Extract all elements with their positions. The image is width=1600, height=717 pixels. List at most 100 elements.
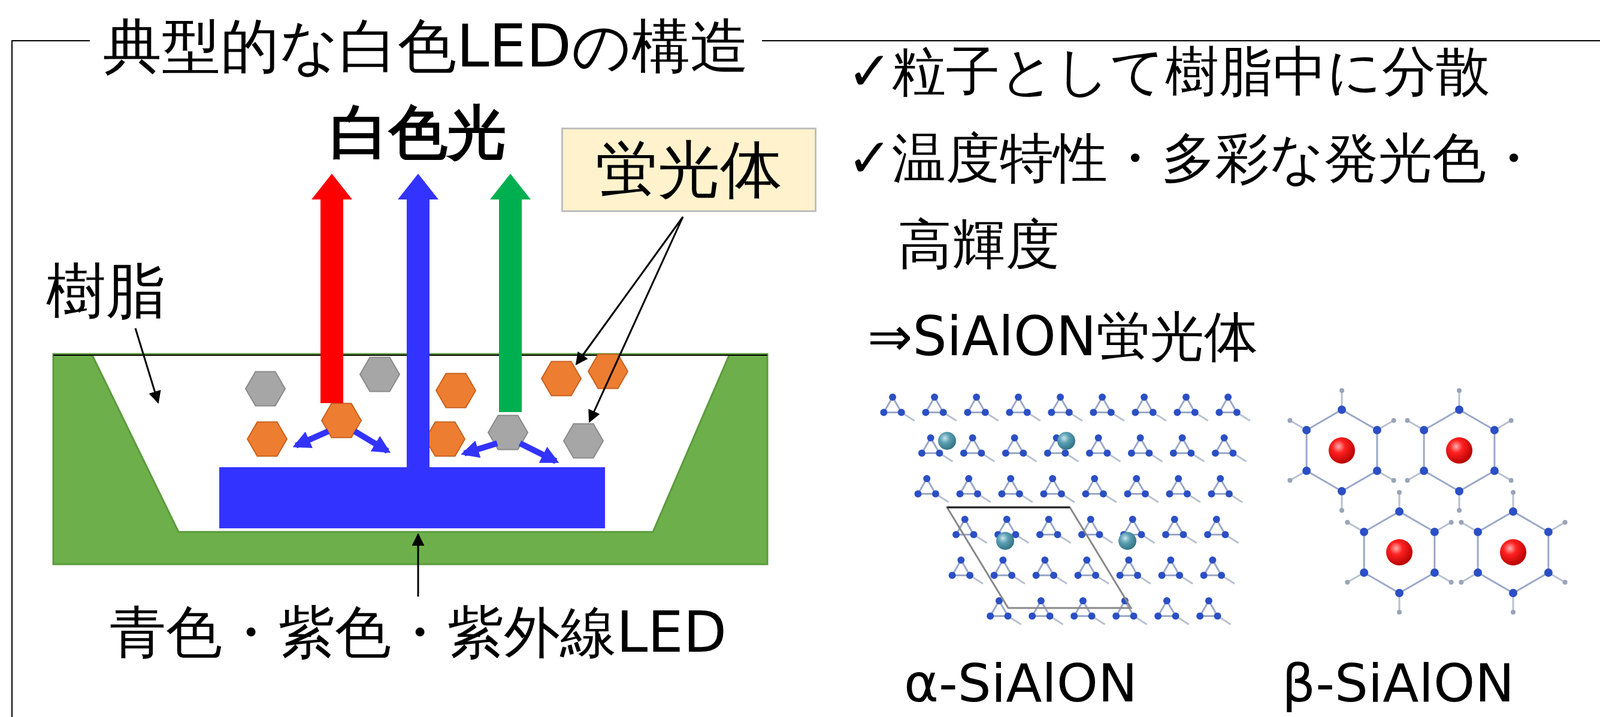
atom — [1014, 393, 1022, 401]
excitation-arrow — [464, 443, 498, 454]
atom — [1544, 568, 1553, 577]
atom — [952, 531, 960, 539]
atom — [1015, 490, 1024, 498]
atom — [1133, 572, 1142, 580]
atom — [918, 449, 926, 458]
atom — [1032, 572, 1040, 580]
atom — [1124, 556, 1133, 564]
phosphor-particles — [245, 354, 628, 458]
atom — [1154, 612, 1162, 620]
atom — [1003, 515, 1011, 523]
atom — [1116, 572, 1124, 580]
atom — [897, 409, 906, 417]
atom — [1050, 572, 1058, 580]
atom — [1182, 393, 1190, 401]
atom — [1019, 449, 1027, 458]
bullet-text: ✓温度特性・多彩な発光色・ 高輝度 — [847, 115, 1590, 288]
atom — [1132, 475, 1140, 483]
atom — [1430, 568, 1439, 577]
atom — [1162, 531, 1170, 539]
atom — [1204, 531, 1212, 539]
atom — [1211, 449, 1220, 458]
dopant-site — [1328, 437, 1355, 464]
atom — [1087, 515, 1095, 523]
atom — [1074, 572, 1082, 580]
atom — [1372, 425, 1382, 435]
atom — [1061, 449, 1069, 458]
leader-lines — [135, 216, 683, 597]
frame-line — [11, 40, 1600, 717]
atom — [1196, 612, 1204, 620]
atom — [1179, 531, 1187, 539]
atom — [1171, 515, 1179, 523]
atom — [1141, 490, 1149, 498]
atom — [1131, 409, 1139, 417]
atom — [960, 449, 968, 458]
atom — [969, 434, 977, 442]
atom — [1458, 579, 1464, 585]
atom — [1449, 579, 1454, 585]
unit-cell — [947, 507, 1131, 609]
bullet-text: ✓粒子として樹脂中に分散 — [847, 40, 1490, 103]
atom — [1090, 475, 1099, 483]
atom — [1169, 449, 1178, 458]
atom — [1287, 418, 1293, 423]
atom — [1173, 409, 1181, 417]
atom — [1088, 612, 1096, 620]
atom — [1036, 531, 1044, 539]
atom — [1302, 466, 1311, 476]
atom — [965, 475, 973, 483]
box-label: 蛍光体 — [595, 134, 783, 207]
atom — [1217, 572, 1226, 580]
cation-site — [996, 531, 1015, 550]
atom — [1089, 409, 1097, 417]
atom — [969, 531, 978, 539]
blue-arrow-head — [397, 173, 439, 200]
atom — [1083, 556, 1091, 564]
excitation-arrow — [519, 443, 556, 462]
atom — [921, 409, 930, 417]
atom — [1372, 466, 1382, 476]
atom — [1041, 556, 1049, 564]
leader-line — [576, 216, 683, 365]
atom — [997, 490, 1006, 498]
atom — [1215, 409, 1223, 417]
atom — [1344, 579, 1350, 585]
atom — [1136, 434, 1145, 442]
atom — [1095, 531, 1103, 539]
atom — [1200, 572, 1208, 580]
atom — [1002, 449, 1010, 458]
atom — [1510, 490, 1516, 495]
atom — [1391, 478, 1397, 483]
atom — [1404, 418, 1410, 423]
red-arrow-head — [311, 173, 353, 200]
atom — [1099, 490, 1108, 498]
atom — [974, 490, 982, 498]
atom — [990, 572, 998, 580]
atom — [1172, 612, 1180, 620]
atom — [1419, 466, 1429, 476]
atom — [879, 409, 888, 417]
atom — [1508, 588, 1518, 598]
atom — [1508, 478, 1514, 483]
atom — [1103, 449, 1111, 458]
atom — [1508, 418, 1514, 423]
title: 典型的な白色LEDの構造 — [89, 12, 762, 81]
atom — [957, 556, 965, 564]
atom — [1057, 490, 1066, 498]
atom — [1092, 572, 1100, 580]
atom — [1396, 490, 1402, 495]
phosphor-particle — [360, 357, 400, 392]
atom — [1011, 434, 1019, 442]
atom — [1107, 409, 1115, 417]
structure-caption: α-SiAlON — [903, 652, 1138, 714]
atom — [1419, 425, 1429, 435]
atom — [1149, 409, 1157, 417]
atom — [1214, 612, 1222, 620]
leader-line — [417, 534, 420, 597]
atom — [1473, 527, 1482, 537]
phosphor-particle — [425, 421, 465, 456]
atom — [1044, 449, 1052, 458]
atom — [1163, 597, 1171, 605]
